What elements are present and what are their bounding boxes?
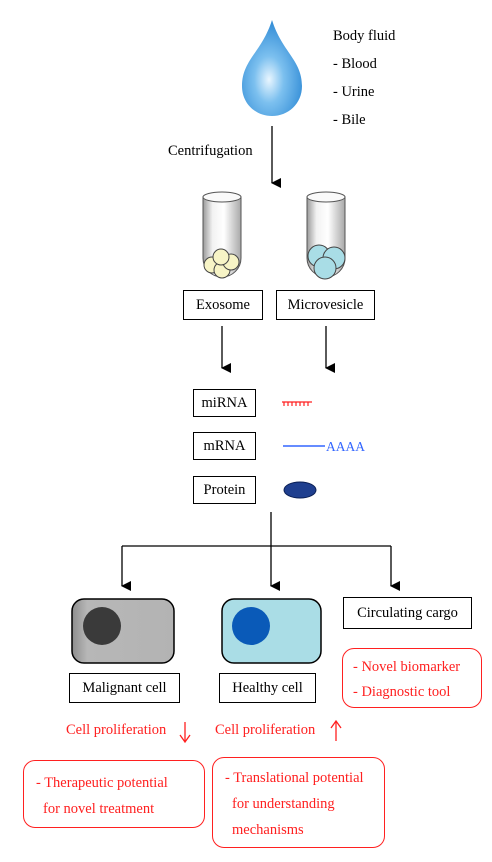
healthy-cell-box: Healthy cell — [219, 673, 316, 703]
outcome-novel-treatment: for novel treatment — [43, 801, 155, 817]
mrna-polya-tail: AAAA — [326, 439, 365, 454]
centrifugation-label: Centrifugation — [168, 143, 253, 159]
circulating-outcome-box: - Novel biomarker - Diagnostic tool — [342, 648, 482, 708]
body-fluid-drop-icon — [242, 20, 302, 116]
healthy-cell-icon — [221, 598, 322, 664]
malignant-outcome-box: - Therapeutic potential for novel treatm… — [23, 760, 205, 828]
mirna-box: miRNA — [193, 389, 256, 417]
mrna-box: mRNA — [193, 432, 256, 460]
proliferation-down-arrow-icon — [179, 722, 191, 744]
outcome-understanding: for understanding — [232, 796, 335, 812]
mirna-icon — [282, 401, 312, 406]
exosome-tube-icon — [202, 191, 242, 279]
microvesicle-box: Microvesicle — [276, 290, 375, 320]
fluid-item-bile: - Bile — [333, 112, 366, 128]
circulating-cargo-box: Circulating cargo — [343, 597, 472, 629]
outcome-diagnostic: - Diagnostic tool — [353, 684, 451, 700]
fluid-item-blood: - Blood — [333, 56, 377, 72]
outcome-biomarker: - Novel biomarker — [353, 659, 461, 675]
outcome-translational: - Translational potential — [225, 770, 364, 786]
outcome-therapeutic: - Therapeutic potential — [36, 775, 168, 791]
malignant-proliferation-label: Cell proliferation — [66, 722, 167, 738]
malignant-cell-box: Malignant cell — [69, 673, 180, 703]
healthy-outcome-box: - Translational potential for understand… — [212, 757, 385, 848]
exosome-box: Exosome — [183, 290, 263, 320]
outcome-mechanisms: mechanisms — [232, 822, 304, 838]
microvesicle-tube-icon — [306, 191, 346, 280]
fluid-item-urine: - Urine — [333, 84, 375, 100]
body-fluid-title: Body fluid — [333, 28, 396, 44]
protein-box: Protein — [193, 476, 256, 504]
malignant-cell-icon — [71, 598, 175, 664]
healthy-proliferation-label: Cell proliferation — [215, 722, 316, 738]
proliferation-up-arrow-icon — [330, 719, 342, 741]
protein-icon — [283, 481, 317, 499]
